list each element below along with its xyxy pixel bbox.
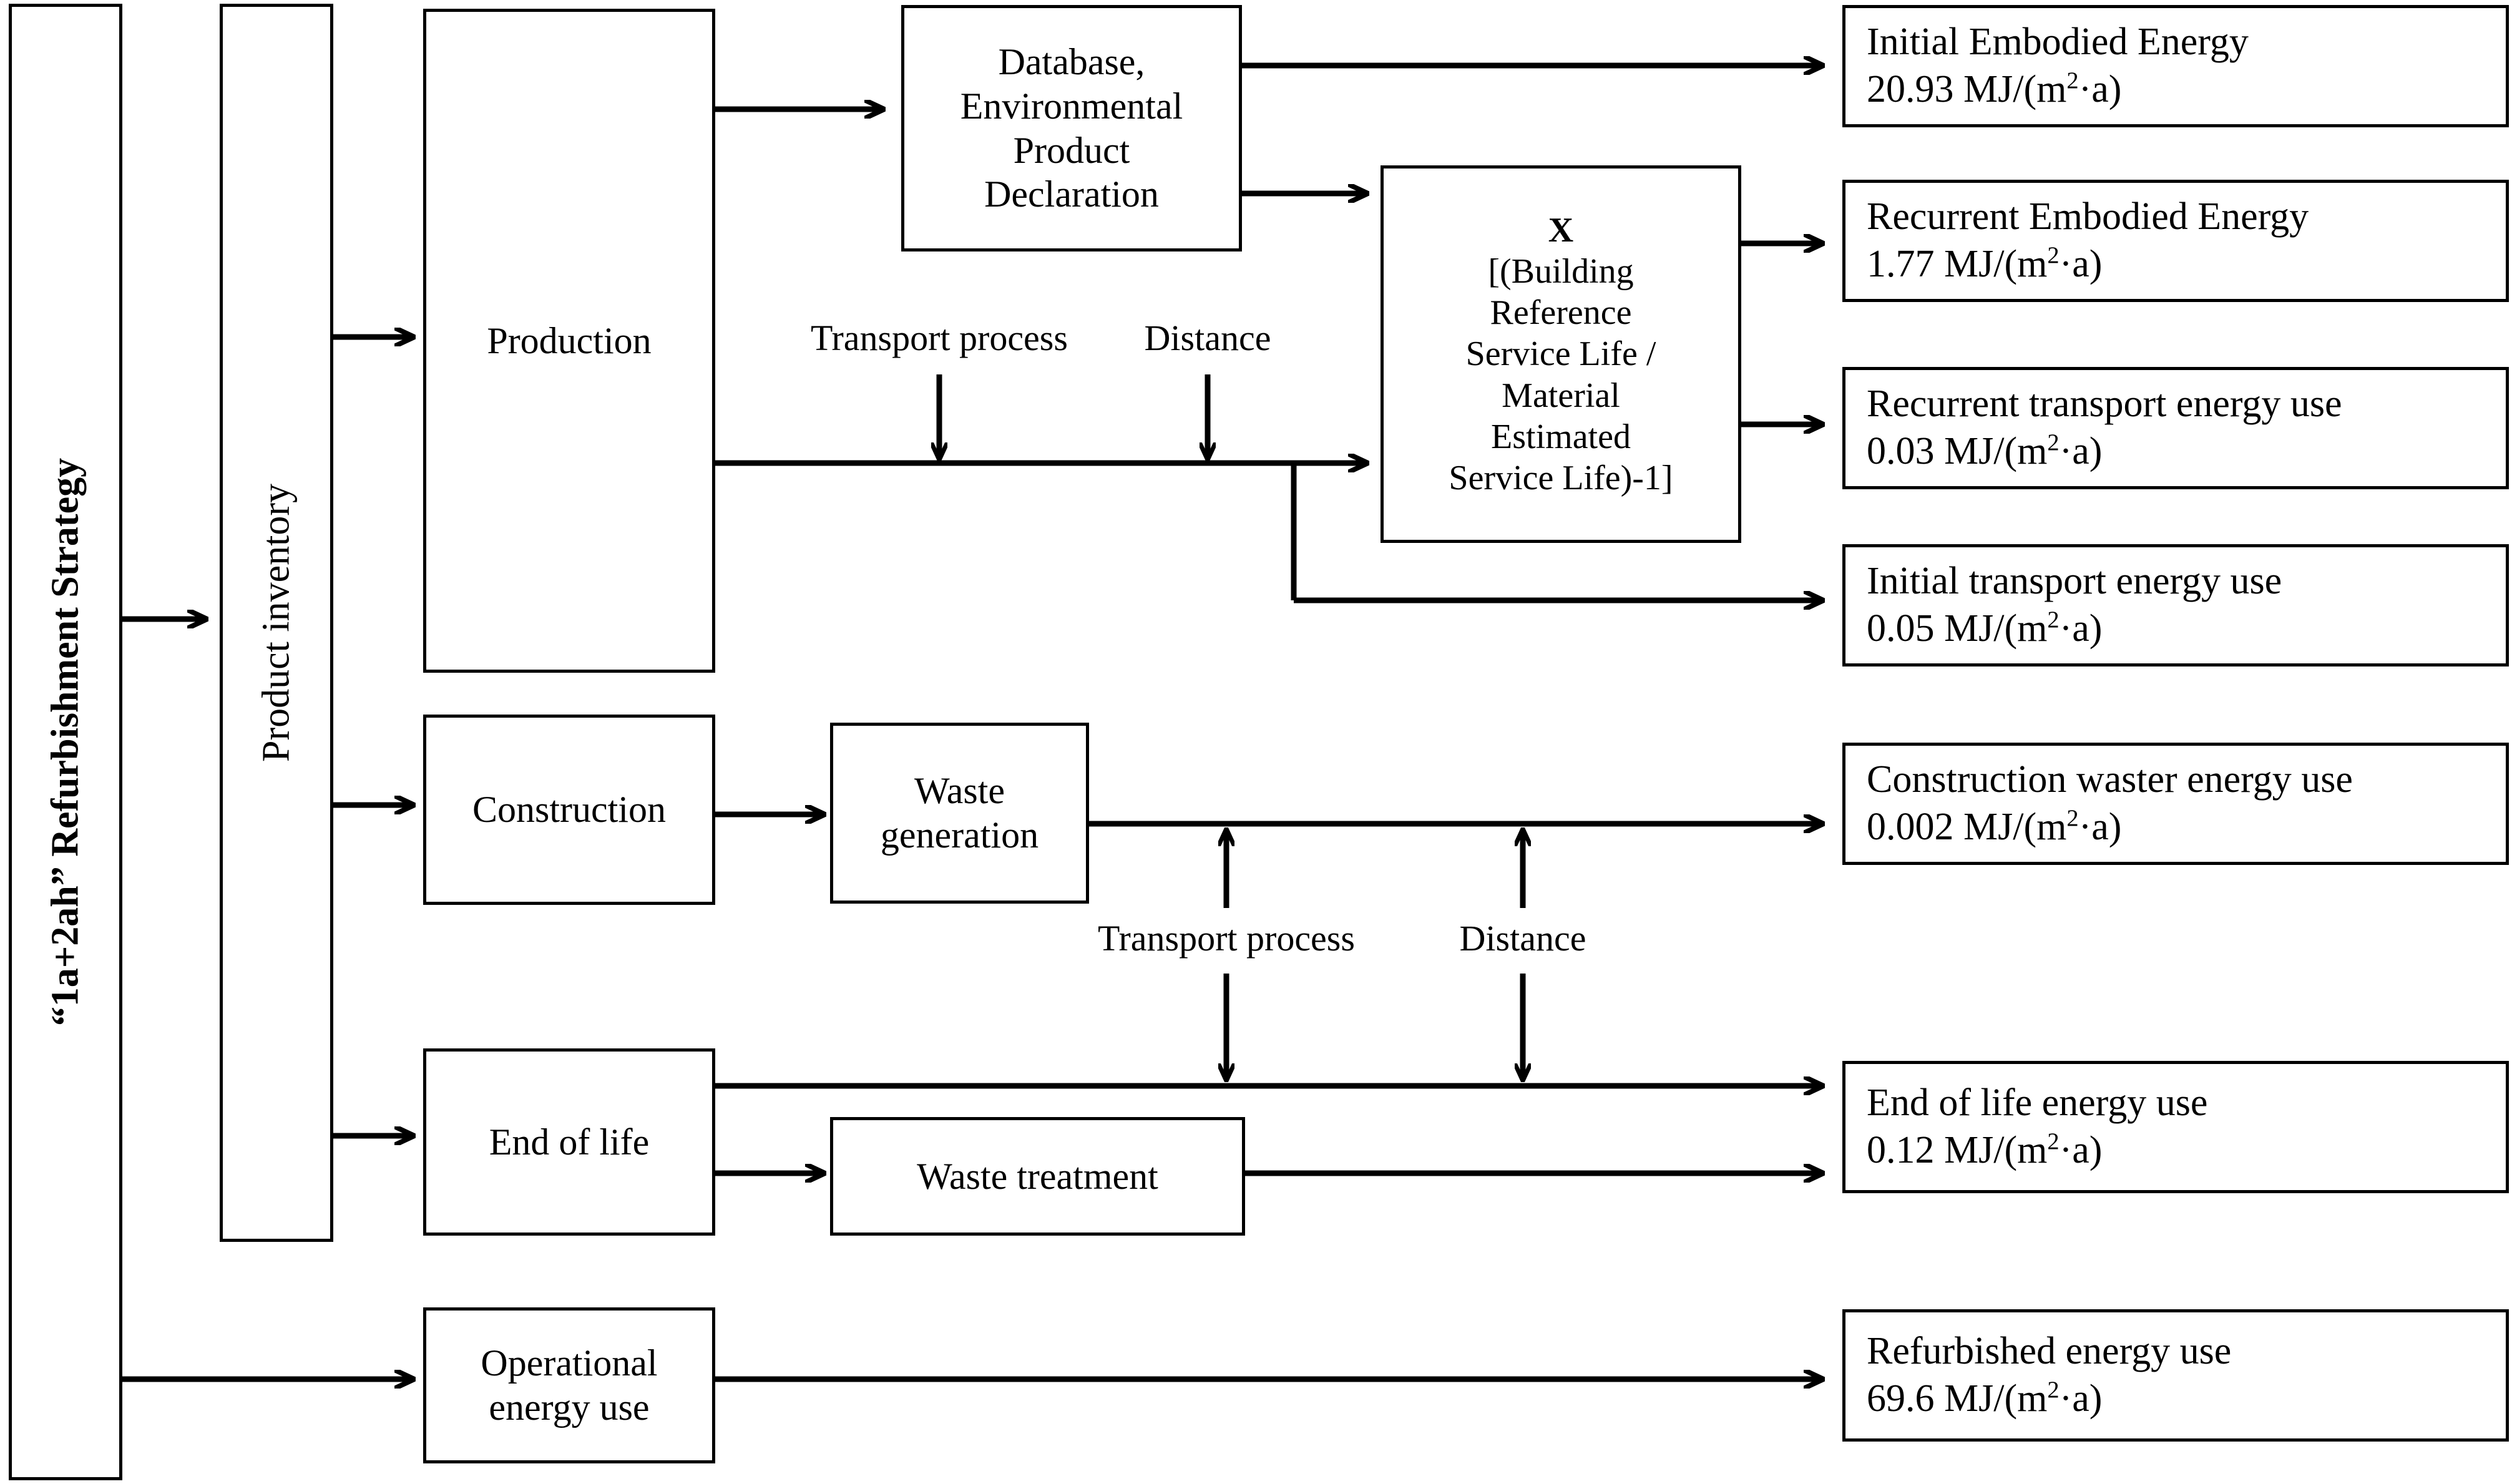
product-inventory-label: Product inventory xyxy=(255,484,298,762)
product-inventory-container: Product inventory xyxy=(220,4,333,1242)
result-box-initial-embodied-energy[interactable]: Initial Embodied Energy 20.93 MJ/(m2·a) xyxy=(1842,5,2509,127)
result-box-construction-waste-energy-use[interactable]: Construction waster energy use 0.002 MJ/… xyxy=(1842,743,2509,865)
node-database-line1: Database, xyxy=(998,41,1145,82)
node-operational-energy-use[interactable]: Operational energy use xyxy=(423,1307,715,1463)
calc-line6: Service Life)-1] xyxy=(1449,458,1673,497)
calc-line2: Reference xyxy=(1490,293,1632,333)
node-service-life-calculation[interactable]: X [(Building Reference Service Life / Ma… xyxy=(1381,165,1741,543)
node-production[interactable]: Production xyxy=(423,9,715,673)
calc-line1: [(Building xyxy=(1488,252,1634,291)
result-name-5: End of life energy use xyxy=(1867,1081,2208,1125)
result-name-3: Initial transport energy use xyxy=(1867,560,2282,603)
node-end-of-life[interactable]: End of life xyxy=(423,1048,715,1236)
node-production-label: Production xyxy=(487,320,652,361)
node-database-epd[interactable]: Database, Environmental Product Declarat… xyxy=(901,5,1242,251)
node-construction-label: Construction xyxy=(472,789,666,831)
calc-symbol: X xyxy=(1548,211,1574,250)
result-box-recurrent-embodied-energy[interactable]: Recurrent Embodied Energy 1.77 MJ/(m2·a) xyxy=(1842,180,2509,302)
calc-line3: Service Life / xyxy=(1465,334,1656,374)
result-value-3: 0.05 MJ/(m2·a) xyxy=(1867,607,2103,650)
refurbishment-strategy-container: “1a+2ah” Refurbishment Strategy xyxy=(9,4,122,1480)
result-name-2: Recurrent transport energy use xyxy=(1867,383,2342,426)
result-value-0: 20.93 MJ/(m2·a) xyxy=(1867,67,2122,110)
result-box-initial-transport-energy-use[interactable]: Initial transport energy use 0.05 MJ/(m2… xyxy=(1842,544,2509,666)
label-transport-process-top: Transport process xyxy=(811,318,1068,358)
label-distance-top: Distance xyxy=(1144,318,1271,358)
result-value-2: 0.03 MJ/(m2·a) xyxy=(1867,429,2103,472)
result-box-recurrent-transport-energy-use[interactable]: Recurrent transport energy use 0.03 MJ/(… xyxy=(1842,367,2509,489)
result-name-4: Construction waster energy use xyxy=(1867,758,2353,801)
result-box-end-of-life-energy-use[interactable]: End of life energy use 0.12 MJ/(m2·a) xyxy=(1842,1061,2509,1193)
result-value-5: 0.12 MJ/(m2·a) xyxy=(1867,1128,2103,1171)
node-database-line4: Declaration xyxy=(984,173,1159,215)
node-waste-generation-line1: Waste xyxy=(914,770,1005,812)
result-name-6: Refurbished energy use xyxy=(1867,1330,2232,1373)
result-box-refurbished-energy-use[interactable]: Refurbished energy use 69.6 MJ/(m2·a) xyxy=(1842,1309,2509,1442)
node-waste-treatment[interactable]: Waste treatment xyxy=(830,1117,1245,1236)
result-value-6: 69.6 MJ/(m2·a) xyxy=(1867,1377,2103,1420)
result-name-0: Initial Embodied Energy xyxy=(1867,21,2249,64)
result-name-1: Recurrent Embodied Energy xyxy=(1867,195,2309,238)
node-waste-generation[interactable]: Waste generation xyxy=(830,723,1089,904)
node-database-line2: Environmental xyxy=(960,85,1183,127)
node-construction[interactable]: Construction xyxy=(423,715,715,905)
label-transport-process-bottom: Transport process xyxy=(1098,918,1355,959)
node-operational-energy-use-line2: energy use xyxy=(489,1387,650,1428)
node-end-of-life-label: End of life xyxy=(489,1121,650,1163)
node-operational-energy-use-line1: Operational xyxy=(481,1342,658,1384)
label-distance-bottom: Distance xyxy=(1459,918,1586,959)
node-waste-treatment-label: Waste treatment xyxy=(917,1155,1158,1197)
calc-line4: Material xyxy=(1502,376,1620,415)
result-value-1: 1.77 MJ/(m2·a) xyxy=(1867,242,2103,285)
node-database-line3: Product xyxy=(1013,129,1130,171)
node-waste-generation-line2: generation xyxy=(880,814,1039,856)
calc-line5: Estimated xyxy=(1491,417,1631,456)
result-value-4: 0.002 MJ/(m2·a) xyxy=(1867,805,2122,848)
refurbishment-strategy-label: “1a+2ah” Refurbishment Strategy xyxy=(44,457,87,1027)
